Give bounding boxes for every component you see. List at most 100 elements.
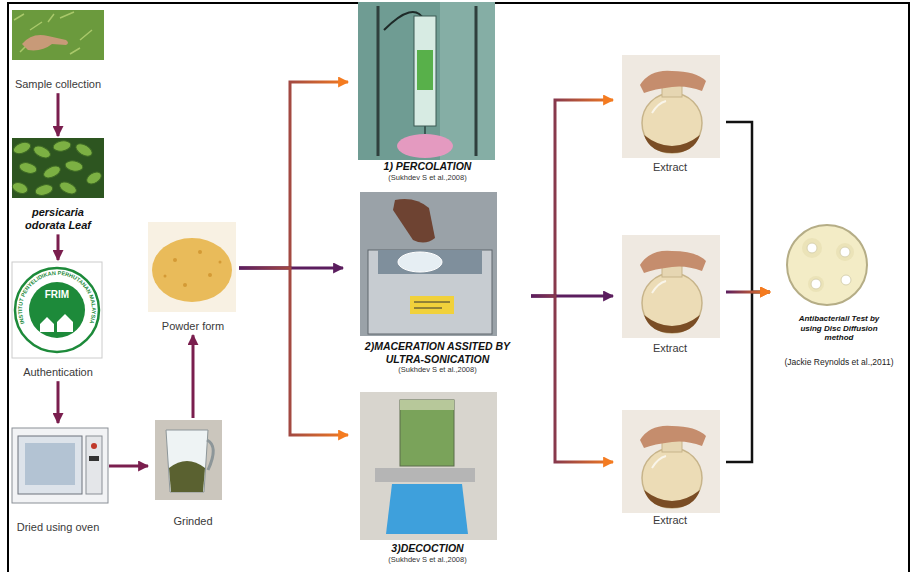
flow-arrow xyxy=(57,234,60,260)
flow-arrow xyxy=(57,381,60,423)
step-caption: 2)MACERATION ASSITED BY ULTRA-SONICATION xyxy=(345,340,530,365)
leaf-photo xyxy=(85,170,104,187)
agar-plate xyxy=(808,276,824,292)
citation: (Sukhdev S et al.,2008) xyxy=(350,173,505,182)
photo-step: Grinded xyxy=(150,420,236,528)
leaf-photo xyxy=(52,140,71,153)
extract-flask-photo xyxy=(622,55,720,513)
powder-photo xyxy=(183,283,187,287)
powder-photo xyxy=(208,273,212,277)
grinder-photo xyxy=(207,440,213,470)
flow-arrow xyxy=(726,122,770,292)
photo-step: Extract xyxy=(615,408,725,527)
logo-ring-text: INSTITUT PENYELIDIKAN PERHUTANAN MALAYSI… xyxy=(17,270,97,325)
ultrasonic-bath-photo xyxy=(410,296,454,314)
ultrasonic-bath-photo xyxy=(378,250,482,274)
flow-arrow xyxy=(57,93,60,136)
powder-photo xyxy=(148,222,236,312)
photo-step: Powder form xyxy=(148,220,238,333)
oven-photo xyxy=(89,456,99,461)
agar-plate xyxy=(787,225,867,305)
photo-step: Dried using oven xyxy=(8,425,108,534)
leaf-photo xyxy=(32,144,53,161)
grass-photo xyxy=(12,10,104,60)
agar-plate xyxy=(836,243,854,261)
ultrasonic-bath-photo xyxy=(414,302,450,308)
oven-photo xyxy=(25,443,75,485)
step-caption: persicaria odorata Leaf xyxy=(8,206,108,232)
step-caption: 3)DECOCTION xyxy=(350,542,505,555)
powder-photo xyxy=(152,238,232,302)
percolation-photo xyxy=(378,6,476,156)
agar-plate xyxy=(840,247,850,257)
citation: (Sukhdev S et al.,2008) xyxy=(345,365,530,374)
decoction-photo xyxy=(400,400,454,466)
extract-flask-photo xyxy=(622,55,720,158)
oven-photo xyxy=(18,436,82,494)
decoction-photo xyxy=(386,484,468,534)
leaf-photo xyxy=(74,141,95,159)
powder-photo xyxy=(164,275,167,278)
frim-logo xyxy=(29,282,85,338)
photo-step: Antibacteriall Test by using Disc Diffus… xyxy=(772,222,906,367)
percolation-photo xyxy=(417,50,433,90)
step-caption: Powder form xyxy=(148,320,238,333)
step-caption: Dried using oven xyxy=(8,521,108,534)
frame xyxy=(8,3,909,572)
extract-flask-photo xyxy=(622,235,720,338)
flow-arrow xyxy=(531,296,613,462)
frim-logo xyxy=(15,268,99,352)
percolation-photo xyxy=(424,126,426,134)
leaf-photo xyxy=(58,180,79,197)
frim-logo xyxy=(40,314,73,332)
percolation-photo xyxy=(440,2,495,160)
step-caption: Extract xyxy=(615,161,725,174)
photo-step: Authentication xyxy=(8,262,108,379)
ultrasonic-bath-photo xyxy=(368,250,492,334)
logo-ring-text: INSTITUT PENYELIDIKAN PERHUTANAN MALAYSI… xyxy=(17,270,97,325)
agar-plate xyxy=(811,279,821,289)
percolation-photo xyxy=(397,134,453,158)
flow-arrow xyxy=(239,82,348,268)
leaf-photo xyxy=(64,160,83,173)
photo-step: 1) PERCOLATION(Sukhdev S et al.,2008) xyxy=(350,2,505,182)
grinder-photo xyxy=(155,420,222,500)
leaf-photo xyxy=(11,138,104,198)
extract-flask-photo xyxy=(622,410,720,513)
leaf-photo xyxy=(42,164,63,181)
percolation-photo xyxy=(358,2,495,160)
agar-plate xyxy=(787,225,867,305)
ultrasonic-bath-photo xyxy=(360,192,497,336)
grass-photo xyxy=(12,10,104,60)
frim-logo: INSTITUT PENYELIDIKAN PERHUTANAN MALAYSI… xyxy=(12,262,102,358)
flow-arrow xyxy=(531,100,613,296)
powder-photo xyxy=(219,261,222,264)
agar-plate xyxy=(807,243,817,253)
decoction-photo xyxy=(400,400,454,410)
flow-arrow xyxy=(726,291,770,294)
leaf-photo xyxy=(12,140,32,156)
photo-step: Extract xyxy=(615,55,725,174)
leaf-photo xyxy=(34,183,54,197)
agar-plate xyxy=(841,275,851,285)
powder-photo xyxy=(173,258,177,262)
ultrasonic-bath-photo xyxy=(393,199,435,243)
step-caption: Grinded xyxy=(150,515,236,528)
step-caption: Sample collection xyxy=(8,78,108,91)
oven-photo xyxy=(91,443,97,449)
step-caption: Extract xyxy=(615,342,725,355)
citation: (Sukhdev S et al.,2008) xyxy=(350,555,505,564)
photo-step: 2)MACERATION ASSITED BY ULTRA-SONICATION… xyxy=(345,190,530,375)
frame xyxy=(8,3,909,572)
flow-arrow xyxy=(192,335,195,418)
oven-photo xyxy=(86,436,102,494)
decoction-photo xyxy=(360,392,497,540)
grinder-photo xyxy=(155,420,222,500)
oven-photo xyxy=(12,428,108,503)
photo-step: Extract xyxy=(615,235,725,355)
percolation-photo xyxy=(414,16,436,126)
grinder-photo xyxy=(169,461,205,492)
oven-photo xyxy=(12,428,108,503)
flow-arrow xyxy=(726,292,770,462)
